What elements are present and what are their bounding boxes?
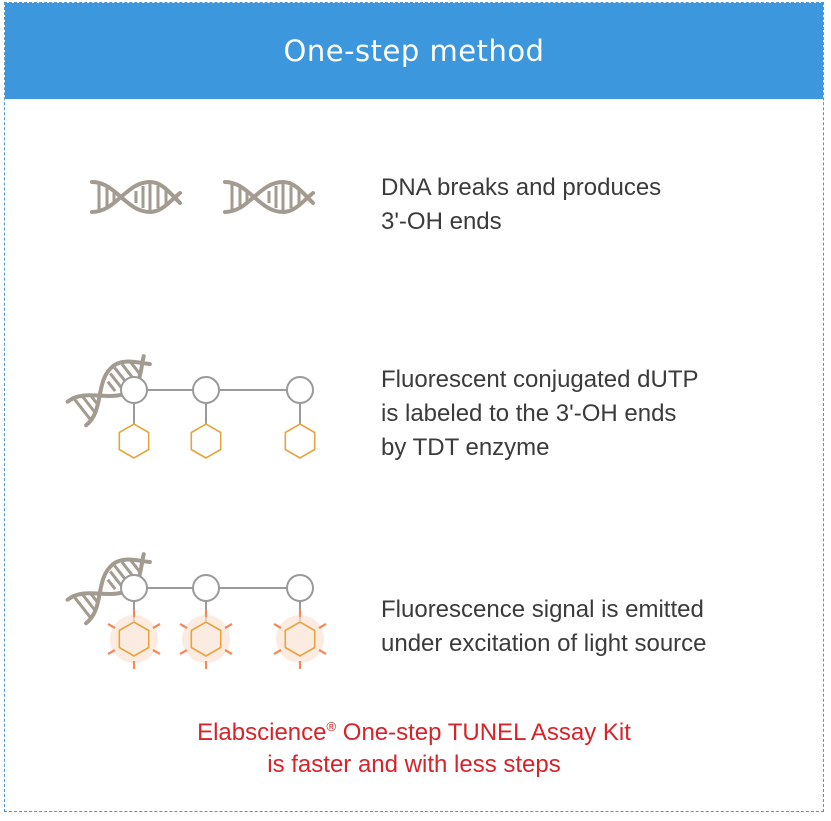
footer-note: Elabscience® One-step TUNEL Assay Kit is… [5,711,823,781]
brand-name: Elabscience [197,719,327,746]
step-2-description: Fluorescent conjugated dUTP is labeled t… [381,363,699,465]
diagram-canvas [65,180,328,671]
fluorophore-hexagon-icon [284,423,316,459]
registered-mark: ® [326,719,337,734]
step-2-line-3: by TDT enzyme [381,434,550,461]
footer-line-1-text: One-step TUNEL Assay Kit [336,719,631,746]
step-2-line-2: is labeled to the 3'-OH ends [381,400,677,427]
header-bar: One-step method [5,3,823,99]
footer-line-1: Elabscience® One-step TUNEL Assay Kit [5,711,823,749]
step-1-line-1: DNA breaks and produces [381,174,662,201]
step-1-description: DNA breaks and produces 3'-OH ends [381,171,661,239]
step-3-description: Fluorescence signal is emitted under exc… [381,593,707,661]
footer-line-2: is faster and with less steps [267,751,561,778]
nucleotide-circle-icon [286,376,314,404]
step-3-line-1: Fluorescence signal is emitted [381,596,704,623]
step-1-line-2: 3'-OH ends [381,208,502,235]
nucleotide-circle-icon [192,376,220,404]
method-card: One-step method [4,2,824,812]
nucleotide-circle-icon [192,574,220,602]
nucleotide-chain [118,376,316,459]
step-2-line-1: Fluorescent conjugated dUTP [381,366,699,393]
nucleotide-circle-icon [120,574,148,602]
fluorescence-glow-icon [272,607,328,671]
page-title: One-step method [283,34,545,68]
fluorescence-glow-icon [106,607,162,671]
nucleotide-circle-icon [120,376,148,404]
fluorescence-glow-icon [178,607,234,671]
fluorophore-hexagon-icon [190,423,222,459]
nucleotide-circle-icon [286,574,314,602]
fluorescent-chain [106,574,328,671]
fluorophore-hexagon-icon [118,423,150,459]
step-3-line-2: under excitation of light source [381,630,707,657]
dna-fragment-icon [223,180,315,214]
dna-fragment-icon [90,180,182,214]
